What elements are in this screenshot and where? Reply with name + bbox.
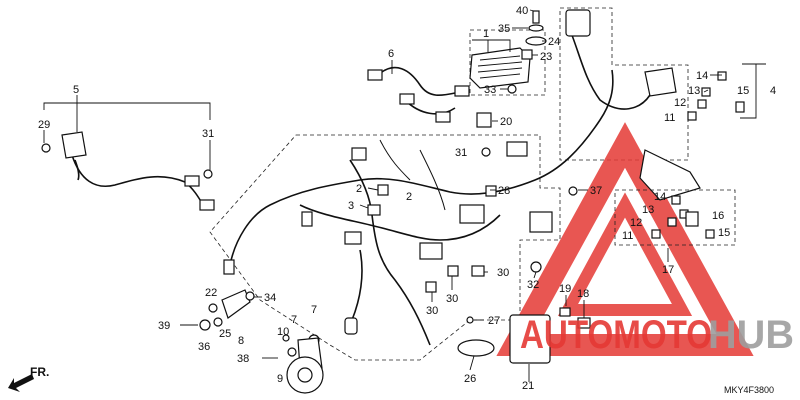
leader-lines (43, 9, 766, 382)
main-harness-outline (209, 134, 561, 361)
callout-35: 35 (498, 23, 510, 35)
clip-30-c (447, 265, 459, 277)
bracket-8 (221, 289, 251, 319)
main-wire-harness (223, 9, 677, 346)
clip-31-center (481, 147, 491, 157)
callout-17: 17 (662, 264, 674, 276)
watermark-hub: HUB (708, 313, 794, 357)
callout-1: 1 (483, 28, 489, 40)
callout-9: 9 (277, 373, 283, 385)
callout-40: 40 (516, 5, 528, 17)
callout-32: 32 (527, 279, 539, 291)
washer-22 (208, 303, 218, 313)
callout-19: 19 (559, 283, 571, 295)
callout-12-upper: 12 (674, 97, 686, 109)
callout-3: 3 (348, 200, 354, 212)
sub-harness-6 (367, 66, 470, 123)
callout-13-lower: 13 (642, 204, 654, 216)
callout-27: 27 (488, 315, 500, 327)
callout-15-upper: 15 (737, 85, 749, 97)
callout-5: 5 (73, 84, 79, 96)
callout-28: 28 (498, 185, 510, 197)
rubber-19 (559, 307, 571, 317)
callout-30-a: 30 (497, 267, 509, 279)
ecu-1 (469, 47, 531, 89)
callout-24: 24 (548, 36, 560, 48)
front-arrow: FR. (8, 365, 49, 392)
callout-18: 18 (577, 288, 589, 300)
bolt-34 (245, 291, 255, 301)
washer-36 (199, 319, 211, 331)
arrow-icon (8, 374, 34, 392)
callout-16: 16 (712, 210, 724, 222)
clip-28 (485, 185, 497, 197)
callout-14-lower: 14 (654, 191, 666, 203)
callout-4: 4 (770, 85, 776, 97)
clip-30-b (425, 281, 437, 293)
callout-31-left: 31 (202, 128, 214, 140)
callout-36: 36 (198, 341, 210, 353)
callout-29: 29 (38, 119, 50, 131)
callout-12-lower: 12 (630, 217, 642, 229)
callout-2-left: 2 (356, 183, 362, 195)
callout-10: 10 (277, 326, 289, 338)
clip-30-a (471, 265, 485, 277)
clip-32 (530, 261, 542, 273)
callout-7-right: 7 (311, 304, 317, 316)
watermark-logo (496, 122, 754, 356)
front-marker-label: FR. (30, 365, 49, 379)
horn-assembly (180, 289, 324, 394)
callout-6: 6 (388, 48, 394, 60)
callout-31-center: 31 (455, 147, 467, 159)
callout-39: 39 (158, 320, 170, 332)
callout-14-upper: 14 (696, 70, 708, 82)
callout-22: 22 (205, 287, 217, 299)
callout-8: 8 (238, 335, 244, 347)
washer-7-left (287, 347, 297, 357)
clip-37 (568, 186, 578, 196)
control-unit-21 (509, 314, 551, 364)
callout-11-upper: 11 (664, 112, 675, 124)
callout-2-right: 2 (406, 191, 412, 203)
callout-15-lower: 15 (718, 227, 730, 239)
band-26 (457, 339, 495, 357)
callout-20: 20 (500, 116, 512, 128)
nut-10 (282, 334, 290, 342)
callout-37: 37 (590, 185, 602, 197)
fuse-box-upper (687, 71, 745, 121)
collar-35 (528, 24, 544, 32)
callout-25: 25 (219, 328, 231, 340)
callout-11-lower: 11 (622, 230, 633, 242)
relay-20 (476, 112, 492, 128)
drawing-code: MKY4F3800 (724, 385, 774, 395)
watermark-text: AUTOMOTO HUB (520, 313, 794, 357)
nut-33 (507, 84, 517, 94)
fuse-box-lower (614, 149, 736, 246)
callout-26: 26 (464, 373, 476, 385)
rubber-23 (521, 49, 533, 60)
parts (41, 9, 745, 394)
sub-harness-5 (41, 131, 215, 211)
callout-13-upper: 13 (688, 85, 700, 97)
bolt-40 (532, 10, 540, 24)
callout-38: 38 (237, 353, 249, 365)
clip-29 (41, 143, 51, 153)
callout-34: 34 (264, 292, 276, 304)
callout-30-b: 30 (446, 293, 458, 305)
callout-21: 21 (522, 380, 534, 392)
callout-30-c: 30 (426, 305, 438, 317)
callouts: 40 35 24 1 23 6 33 20 5 29 31 31 14 13 1… (38, 5, 776, 392)
collar-25 (213, 317, 223, 327)
callout-23: 23 (540, 51, 552, 63)
watermark-automoto: AUTOMOTO (520, 313, 712, 357)
clip-31-left (203, 169, 213, 179)
callout-33: 33 (484, 84, 496, 96)
callout-7-left: 7 (291, 314, 297, 326)
ecu-group-outline (469, 29, 546, 96)
bolt-27 (466, 316, 474, 324)
